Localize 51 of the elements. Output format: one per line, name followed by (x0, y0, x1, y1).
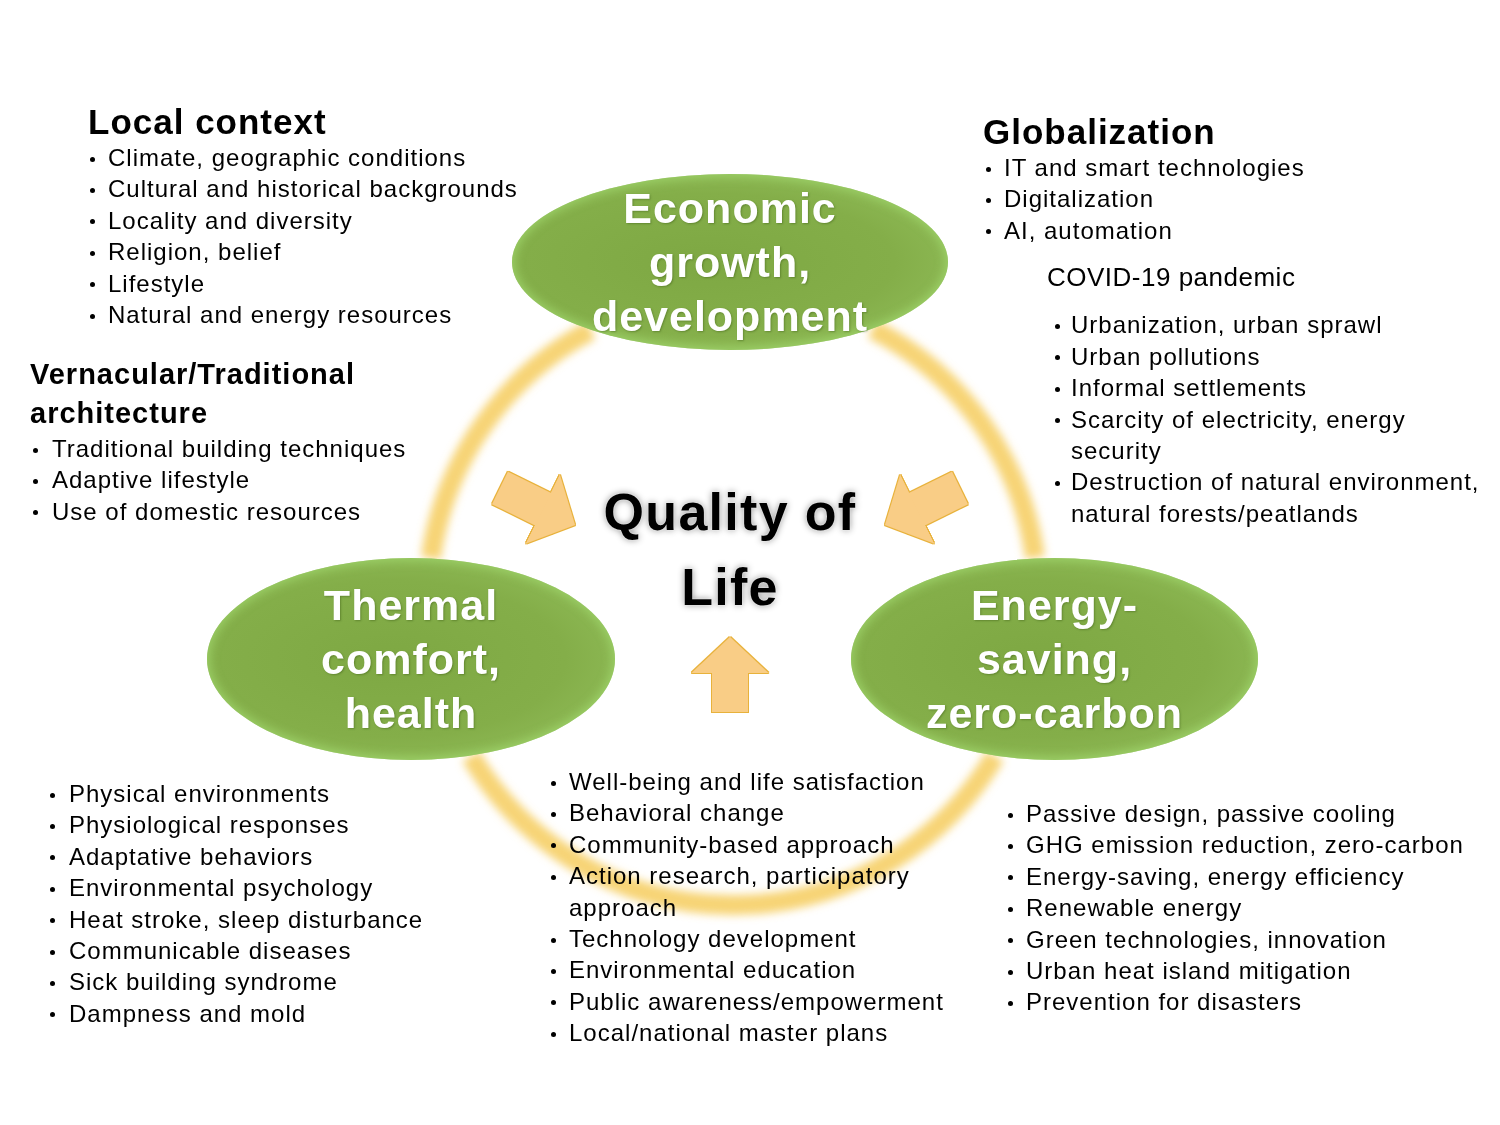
block-arrow (691, 637, 769, 712)
bullet-point: AI, automation (983, 214, 1173, 247)
bullet-point: Cultural and historical backgrounds (88, 173, 518, 205)
bullet-point: Urban pollutions (1053, 340, 1261, 373)
bullet-point: IT and smart technologies (983, 152, 1305, 184)
bullet-point: Urban heat island mitigation (1006, 955, 1352, 987)
bullet-point: Environmental psychology (48, 872, 374, 904)
bullet-point: Energy-saving, energy efficiency (1006, 860, 1405, 893)
bullet-point: Passive design, passive cooling (1006, 798, 1396, 830)
ellipse-label: Thermal comfort, health (321, 580, 501, 739)
bullet-point: Behavioral change (549, 797, 785, 829)
bullet-point: Sick building syndrome (48, 966, 338, 998)
bullet-point: Community-based approach (549, 828, 895, 861)
bullet-point: Locality and diversity (88, 204, 353, 237)
bullet-point: Local/national master plans (549, 1017, 889, 1049)
bullet-point: Climate, geographic conditions (88, 142, 467, 174)
bullet-point: Technology development (549, 923, 857, 955)
section-heading: Vernacular/Traditional architecture (30, 357, 356, 431)
ellipse-label: Economic growth, development (591, 183, 869, 342)
bullet-point: Action research, participatory approach (549, 860, 959, 924)
bullet-point: Physiological responses (48, 809, 350, 841)
bullet-point: Natural and energy resources (88, 299, 453, 331)
bullet-point: Destruction of natural environment, natural forests/peatlands (1053, 466, 1489, 530)
bullet-point: Dampness and mold (48, 997, 307, 1030)
bullet-point: Religion, belief (88, 236, 282, 268)
bullet-point: GHG emission reduction, zero-carbon (1006, 829, 1464, 861)
bullet-point: Public awareness/empowerment (549, 985, 944, 1018)
bullet-point: Adaptive lifestyle (30, 464, 251, 496)
bullet-point: Renewable energy (1006, 892, 1243, 924)
bullet-point: Communicable diseases (48, 935, 352, 967)
ellipse-label: Energy-saving, zero-carbon (924, 580, 1185, 739)
bullet-point: Urbanization, urban sprawl (1053, 309, 1383, 341)
bullet-point: Adaptative behaviors (48, 840, 314, 873)
bullet-point: Traditional building techniques (30, 433, 407, 465)
block-arrow (492, 471, 576, 544)
bullet-point: Environmental education (549, 954, 857, 986)
block-arrow (884, 471, 968, 544)
bullet-point: Heat stroke, sleep disturbance (48, 903, 424, 936)
bullet-point: Use of domestic resources (30, 495, 362, 528)
bullet-point: Physical environments (48, 778, 331, 810)
bullet-point: Prevention for disasters (1006, 986, 1303, 1018)
bullet-point: Informal settlements (1053, 372, 1308, 404)
bullet-point: Digitalization (983, 183, 1155, 215)
subheading: COVID-19 pandemic (1047, 262, 1296, 294)
section-heading: Local context (88, 102, 327, 142)
section-heading: Globalization (983, 112, 1216, 152)
bullet-point: Green technologies, innovation (1006, 923, 1387, 956)
bullet-point: Well-being and life satisfaction (549, 766, 925, 798)
center-title: Quality of Life (575, 475, 885, 637)
bullet-point: Scarcity of electricity, energy security (1053, 403, 1489, 467)
bullet-point: Lifestyle (88, 267, 206, 300)
